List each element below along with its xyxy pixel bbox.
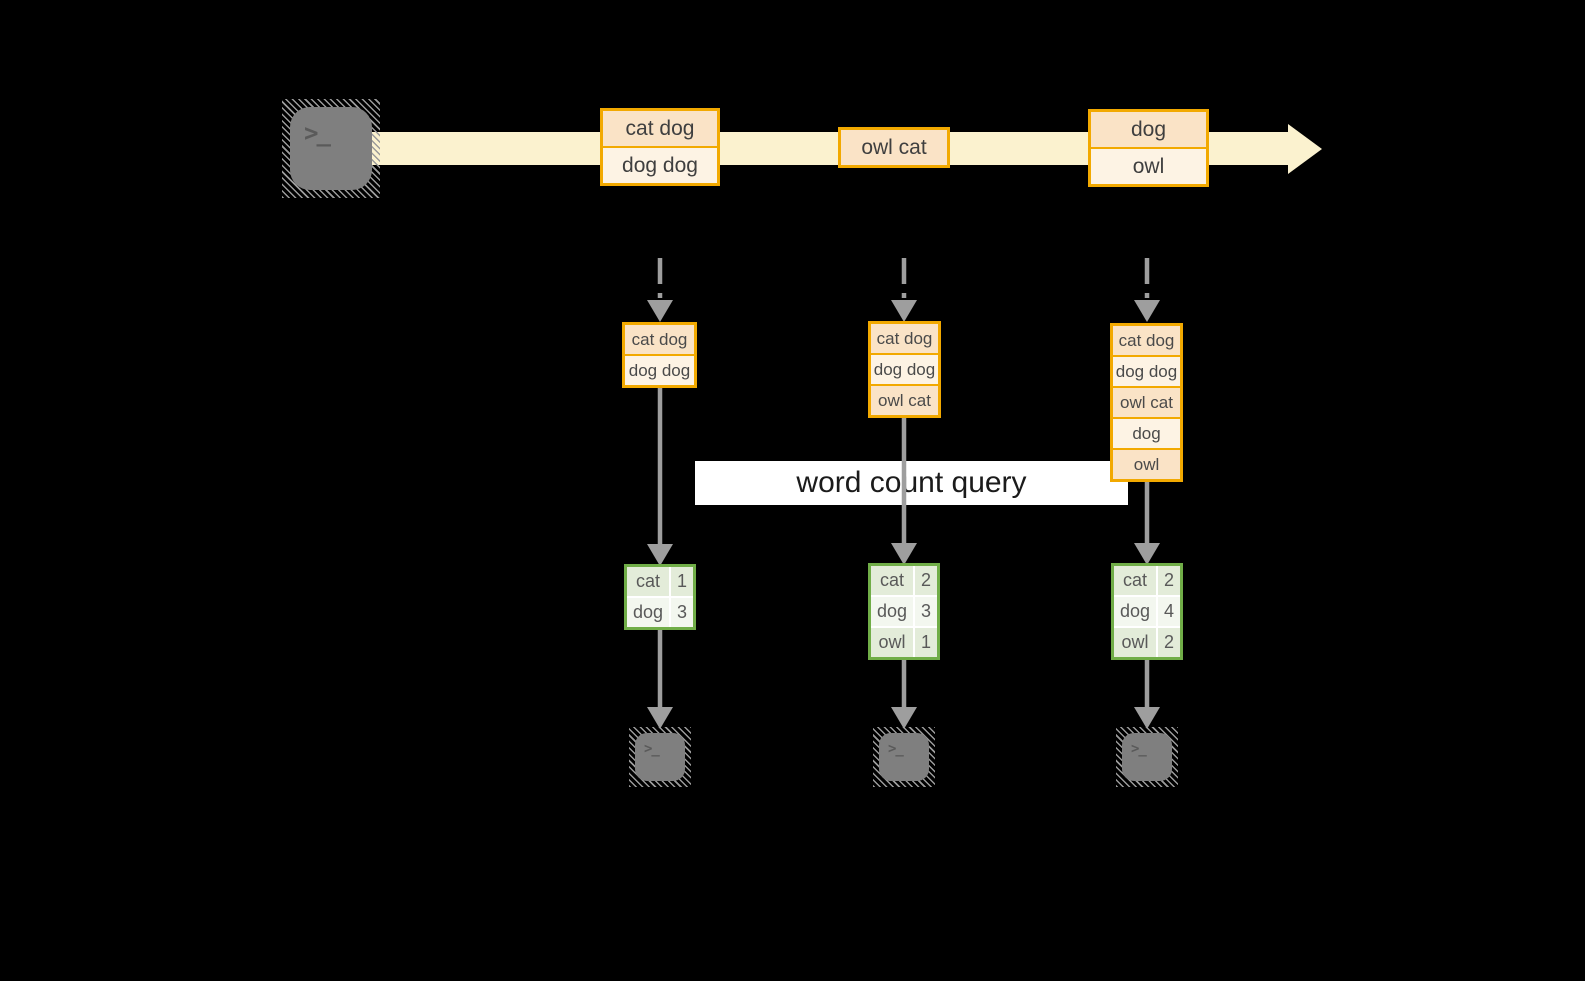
table-word-cell: owl bbox=[871, 628, 913, 657]
query-label: word count query bbox=[695, 461, 1128, 505]
terminal-sink-icon: >_ bbox=[629, 727, 691, 787]
table-word-cell: dog bbox=[1114, 597, 1156, 626]
word-count-table-2: cat 2 dog 3 owl 1 bbox=[868, 563, 940, 660]
buffer-cell: cat dog bbox=[1113, 326, 1180, 355]
table-count-cell: 3 bbox=[671, 598, 693, 627]
buffer-cell: dog dog bbox=[625, 354, 694, 385]
flow-arrow-icon bbox=[1134, 658, 1160, 729]
word-count-table-3: cat 2 dog 4 owl 2 bbox=[1111, 563, 1183, 660]
buffer-cell: owl cat bbox=[871, 384, 938, 415]
flow-arrow-icon bbox=[1134, 480, 1160, 565]
table-count-cell: 3 bbox=[915, 597, 937, 626]
table-word-cell: owl bbox=[1114, 628, 1156, 657]
message-cell: cat dog bbox=[603, 111, 717, 146]
flow-arrow-icon bbox=[891, 658, 917, 729]
terminal-prompt-glyph: >_ bbox=[304, 119, 331, 147]
table-word-cell: dog bbox=[871, 597, 913, 626]
terminal-sink-icon: >_ bbox=[1116, 727, 1178, 787]
buffer-cell: dog dog bbox=[871, 353, 938, 384]
word-count-table-1: cat 1 dog 3 bbox=[624, 564, 696, 630]
buffer-stack-3: cat dog dog dog owl cat dog owl bbox=[1110, 323, 1183, 482]
terminal-prompt-glyph: >_ bbox=[644, 741, 660, 757]
stream-message-box-1: cat dog dog dog bbox=[600, 108, 720, 186]
table-word-cell: cat bbox=[871, 566, 913, 595]
table-word-cell: cat bbox=[627, 567, 669, 596]
table-count-cell: 2 bbox=[915, 566, 937, 595]
stream-message-box-3: dog owl bbox=[1088, 109, 1209, 187]
buffer-cell: cat dog bbox=[625, 325, 694, 354]
message-cell: owl bbox=[1091, 147, 1206, 184]
message-cell: dog bbox=[1091, 112, 1206, 147]
terminal-body: >_ bbox=[290, 107, 372, 190]
terminal-prompt-glyph: >_ bbox=[1131, 741, 1147, 757]
message-cell: owl cat bbox=[841, 130, 947, 165]
flow-arrow-icon bbox=[647, 628, 673, 729]
terminal-source-icon: >_ bbox=[282, 99, 380, 198]
dashed-arrow-icon bbox=[891, 258, 917, 322]
terminal-body: >_ bbox=[635, 733, 685, 781]
stream-message-box-2: owl cat bbox=[838, 127, 950, 168]
buffer-cell: owl bbox=[1113, 448, 1180, 479]
table-count-cell: 1 bbox=[915, 628, 937, 657]
message-cell: dog dog bbox=[603, 146, 717, 183]
buffer-cell: cat dog bbox=[871, 324, 938, 353]
buffer-cell: dog dog bbox=[1113, 355, 1180, 386]
buffer-cell: dog bbox=[1113, 417, 1180, 448]
terminal-sink-icon: >_ bbox=[873, 727, 935, 787]
table-count-cell: 2 bbox=[1158, 566, 1180, 595]
table-count-cell: 4 bbox=[1158, 597, 1180, 626]
terminal-body: >_ bbox=[879, 733, 929, 781]
table-count-cell: 1 bbox=[671, 567, 693, 596]
stream-arrowhead-icon bbox=[1288, 124, 1322, 174]
terminal-prompt-glyph: >_ bbox=[888, 741, 904, 757]
terminal-body: >_ bbox=[1122, 733, 1172, 781]
flow-arrow-icon bbox=[647, 386, 673, 566]
buffer-stack-1: cat dog dog dog bbox=[622, 322, 697, 388]
flow-arrow-icon bbox=[891, 416, 917, 565]
dashed-arrow-icon bbox=[1134, 258, 1160, 322]
table-count-cell: 2 bbox=[1158, 628, 1180, 657]
buffer-stack-2: cat dog dog dog owl cat bbox=[868, 321, 941, 418]
table-word-cell: cat bbox=[1114, 566, 1156, 595]
buffer-cell: owl cat bbox=[1113, 386, 1180, 417]
table-word-cell: dog bbox=[627, 598, 669, 627]
dashed-arrow-icon bbox=[647, 258, 673, 322]
